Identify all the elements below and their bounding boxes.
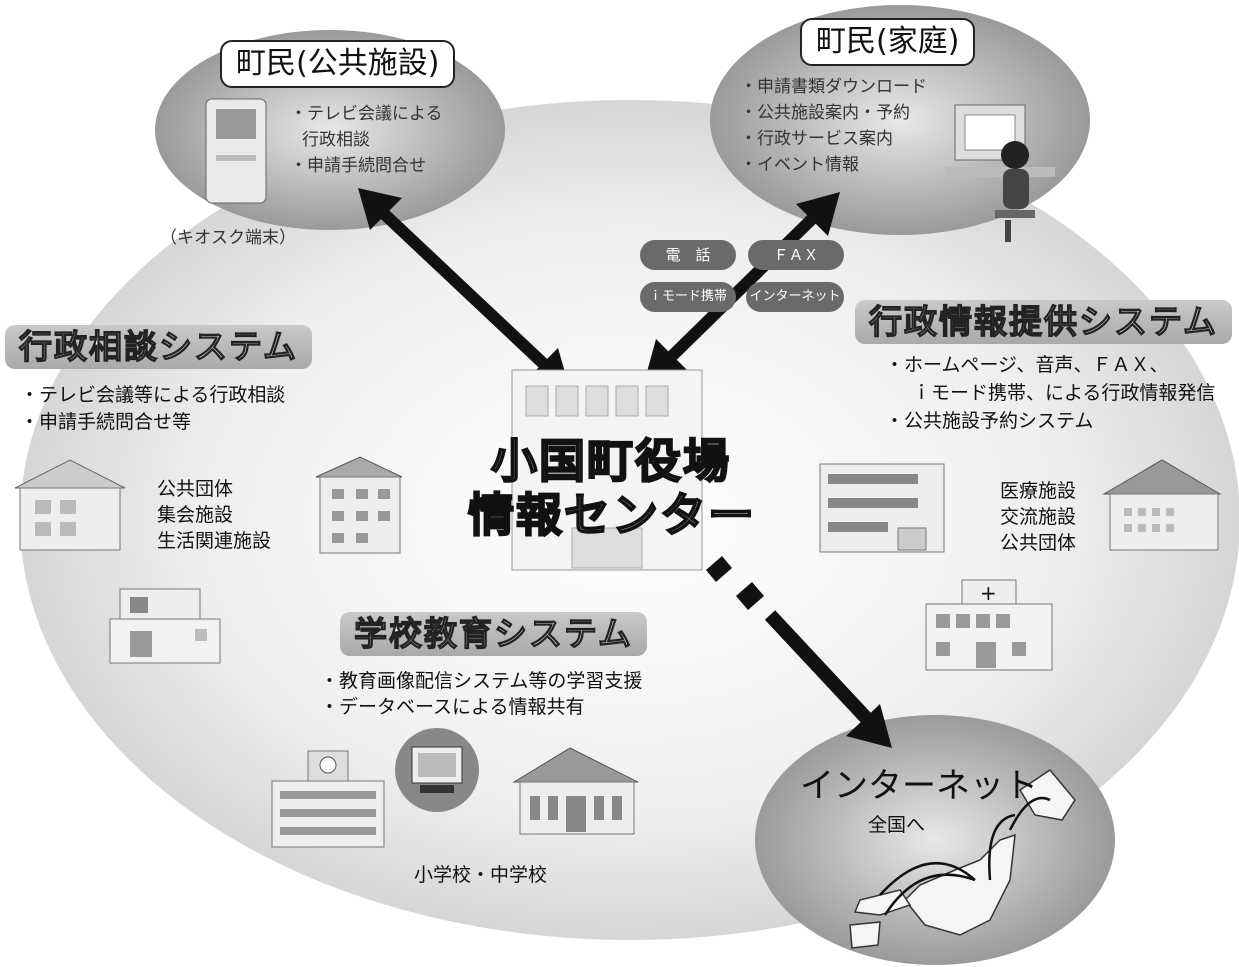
consult-item-2: ・申請手続問合せ等: [20, 411, 192, 433]
consult-facility-2: 集会施設: [157, 504, 234, 526]
kiosk-item-2: 行政相談: [302, 130, 370, 150]
home-item-3: ・行政サービス案内: [740, 129, 893, 149]
home-group-title: 町民(家庭): [800, 18, 976, 66]
school-system-title: 学校教育システム: [340, 612, 648, 656]
home-item-4: ・イベント情報: [740, 155, 859, 175]
phone-channel-badge: 電 話: [640, 240, 736, 270]
info-system-title: 行政情報提供システム: [855, 300, 1233, 344]
svg-text:+: +: [980, 581, 997, 605]
town-hall-building-icon: [502, 360, 712, 575]
center-title-line1: 小国町役場: [490, 433, 731, 489]
school-item-1: ・教育画像配信システム等の学習支援: [320, 670, 643, 692]
internet-ellipse: [755, 715, 1115, 965]
japan-map: [849, 769, 1076, 949]
school-item-2: ・データベースによる情報共有: [320, 696, 585, 718]
info-item-1: ・ホームページ、音声、ＦＡＸ、: [885, 354, 1169, 376]
kiosk-device-label: （キオスク端末）: [160, 228, 296, 248]
exchange-center-icon: [1096, 458, 1226, 553]
consult-item-1: ・テレビ会議等による行政相談: [20, 384, 286, 406]
computer-monitor-icon: [390, 725, 485, 815]
home-computer-user-icon: [935, 95, 1060, 245]
hospital-icon: +: [922, 578, 1057, 673]
home-item-2: ・公共施設案内・予約: [740, 103, 910, 123]
info-facility-1: 医療施設: [1000, 480, 1077, 502]
kiosk-item-1: ・テレビ会議による: [290, 104, 443, 124]
info-facility-3: 公共団体: [1000, 532, 1077, 554]
info-facility-2: 交流施設: [1000, 506, 1077, 528]
school-building-icon: [268, 745, 388, 850]
kiosk-item-3: ・申請手続問合せ: [290, 156, 426, 176]
house-icon: [10, 458, 130, 553]
consult-system-title: 行政相談システム: [5, 325, 313, 369]
fax-channel-badge: ＦＡＸ: [748, 240, 844, 270]
apartment-icon: [312, 455, 407, 555]
kiosk-group-title: 町民(公共施設): [220, 40, 456, 88]
internet-curves: [879, 796, 1051, 916]
internet-group-subtitle: 全国へ: [868, 814, 926, 836]
home-item-1: ・申請書類ダウンロード: [740, 77, 927, 97]
consult-facility-3: 生活関連施設: [157, 530, 272, 552]
info-item-3: ・公共施設予約システム: [885, 410, 1094, 432]
internet-group-title: インターネット: [800, 766, 1038, 806]
community-hall-icon: [105, 585, 225, 665]
info-item-2: ｉモード携帯、による行政情報発信: [912, 382, 1216, 404]
school-house-icon: [510, 742, 642, 837]
office-building-icon: [818, 462, 946, 554]
consult-facility-1: 公共団体: [157, 478, 234, 500]
imode-channel-badge: ｉモード携帯: [640, 282, 736, 312]
school-facility-label: 小学校・中学校: [414, 864, 548, 886]
center-title-line2: 情報センター: [467, 487, 756, 543]
internet-channel-badge: インターネット: [746, 282, 844, 312]
kiosk-terminal-icon: [200, 95, 272, 205]
